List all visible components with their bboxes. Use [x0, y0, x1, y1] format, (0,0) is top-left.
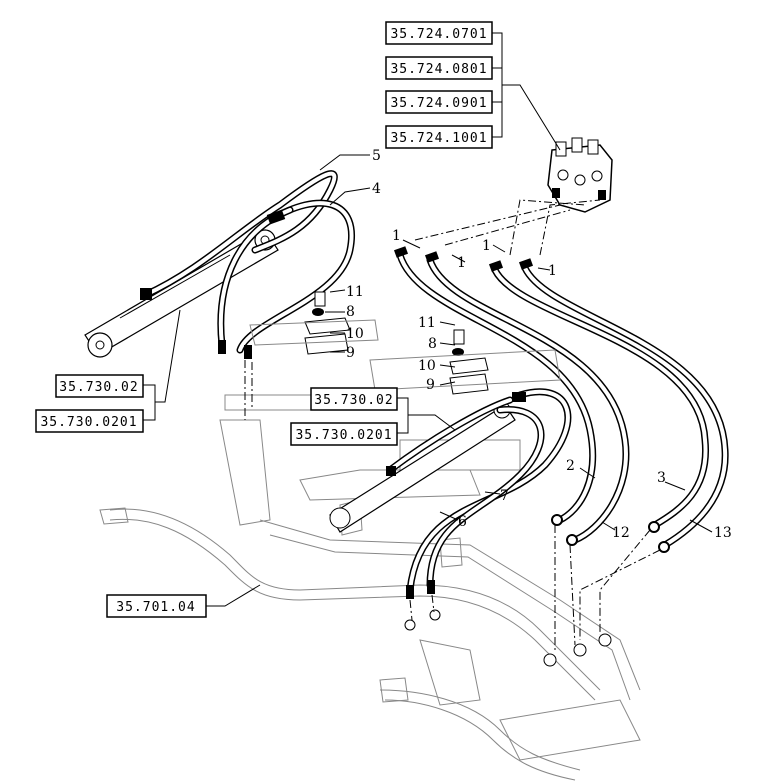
chassis-outline	[99, 394, 641, 781]
callout-11-left: 11	[346, 284, 364, 300]
reference-box-35-730-02-center: 35.730.02	[310, 387, 398, 411]
hose-6	[386, 396, 545, 589]
clamp-assembly-center	[369, 329, 561, 395]
svg-text:35.724.0801: 35.724.0801	[390, 62, 487, 77]
svg-text:35.730.02: 35.730.02	[314, 393, 393, 408]
svg-text:35.724.0901: 35.724.0901	[390, 96, 487, 111]
svg-text:35.730.0201: 35.730.0201	[295, 428, 392, 443]
callout-12: 12	[612, 525, 630, 541]
callout-1-d: 1	[548, 263, 557, 279]
callout-10-center: 10	[418, 358, 436, 374]
control-valve	[547, 137, 613, 213]
callout-numbers: 5 4 1 1 1 1 11 8 10 9 11 8 10 9 2 12 3 1…	[346, 148, 732, 541]
callout-6: 6	[458, 514, 467, 530]
reference-box-35-701-04: 35.701.04	[106, 594, 207, 618]
hose-3	[491, 266, 710, 529]
connection-lines	[244, 199, 661, 650]
callout-9-left: 9	[346, 345, 355, 361]
reference-box-35-730-0201-left: 35.730.0201	[35, 409, 144, 433]
callout-1-a: 1	[392, 228, 401, 244]
callout-1-b: 1	[457, 255, 466, 271]
reference-box-35-730-02-left: 35.730.02	[55, 374, 144, 398]
svg-text:35.724.1001: 35.724.1001	[390, 131, 487, 146]
reference-box-35-724-0701: 35.724.0701	[385, 21, 493, 45]
callout-2: 2	[566, 458, 575, 474]
callout-7: 7	[500, 488, 509, 504]
callout-8-left: 8	[346, 304, 355, 320]
fittings	[140, 209, 670, 667]
reference-box-35-724-0801: 35.724.0801	[385, 56, 493, 80]
center-cylinder	[329, 401, 516, 533]
callout-8-center: 8	[428, 336, 437, 352]
hose-12	[426, 256, 630, 544]
svg-text:35.724.0701: 35.724.0701	[390, 27, 487, 42]
leader-lines	[143, 32, 713, 607]
hose-7	[406, 388, 572, 594]
callout-4: 4	[372, 181, 381, 197]
callout-9-center: 9	[426, 377, 435, 393]
svg-text:35.730.0201: 35.730.0201	[40, 415, 137, 430]
callout-11-center: 11	[418, 315, 436, 331]
reference-box-35-724-0901: 35.724.0901	[385, 90, 493, 114]
reference-box-35-724-1001: 35.724.1001	[385, 125, 493, 149]
reference-box-35-730-0201-center: 35.730.0201	[290, 422, 398, 446]
svg-text:35.701.04: 35.701.04	[116, 600, 195, 615]
callout-1-c: 1	[482, 238, 491, 254]
hose-5	[141, 170, 338, 299]
clamp-assembly-left	[249, 291, 379, 355]
callout-10-left: 10	[346, 326, 364, 342]
callout-13: 13	[714, 525, 732, 541]
callout-5: 5	[372, 148, 381, 164]
hose-13	[521, 264, 729, 549]
hose-2	[396, 251, 597, 524]
callout-3: 3	[657, 470, 666, 486]
svg-text:35.730.02: 35.730.02	[59, 380, 138, 395]
